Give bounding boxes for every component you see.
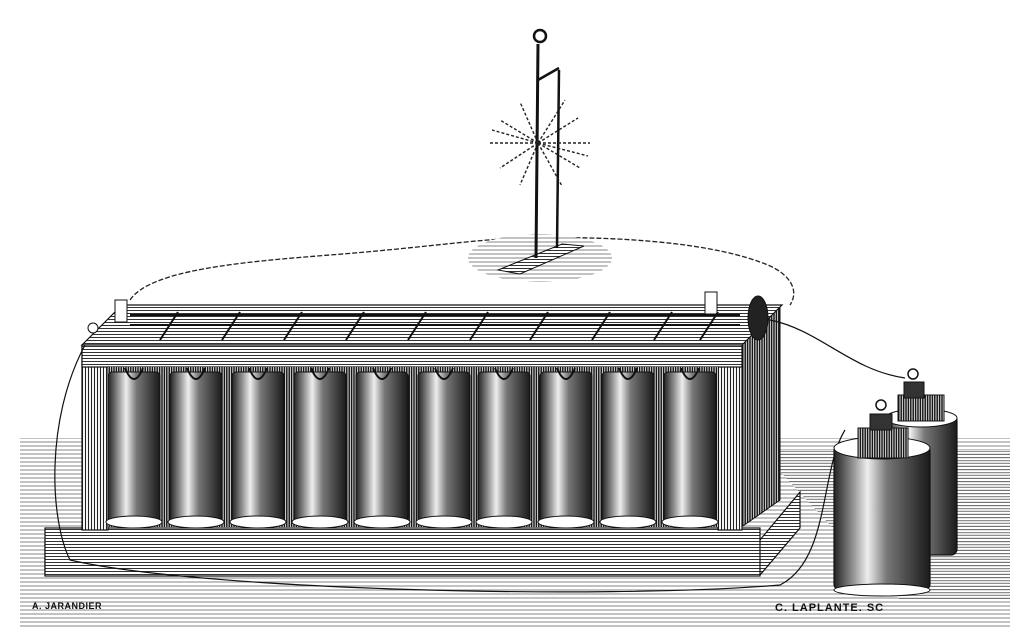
battery-cell [229,367,287,529]
main-battery-cells [105,367,719,529]
spark-apparatus [468,28,612,282]
battery-cell [291,367,349,529]
battery-cell [167,367,225,529]
battery-cell [105,367,163,529]
battery-cell [537,367,595,529]
coiled-wire [129,236,795,306]
side-cell-front [833,399,931,597]
side-cells [833,368,958,597]
engraver-signature-left: A. JARANDIER [32,601,103,611]
battery-cell [599,367,657,529]
lever-bar [130,311,740,341]
engraver-signature-right: C. LAPLANTE. SC [775,602,885,614]
crank-wheel [747,295,769,341]
battery-cell [475,367,533,529]
wire-right [769,319,906,379]
battery-cell [661,367,719,529]
wire-bottom [54,344,846,593]
battery-cell [353,367,411,529]
battery-cell [415,367,473,529]
spark-rays [490,99,590,187]
